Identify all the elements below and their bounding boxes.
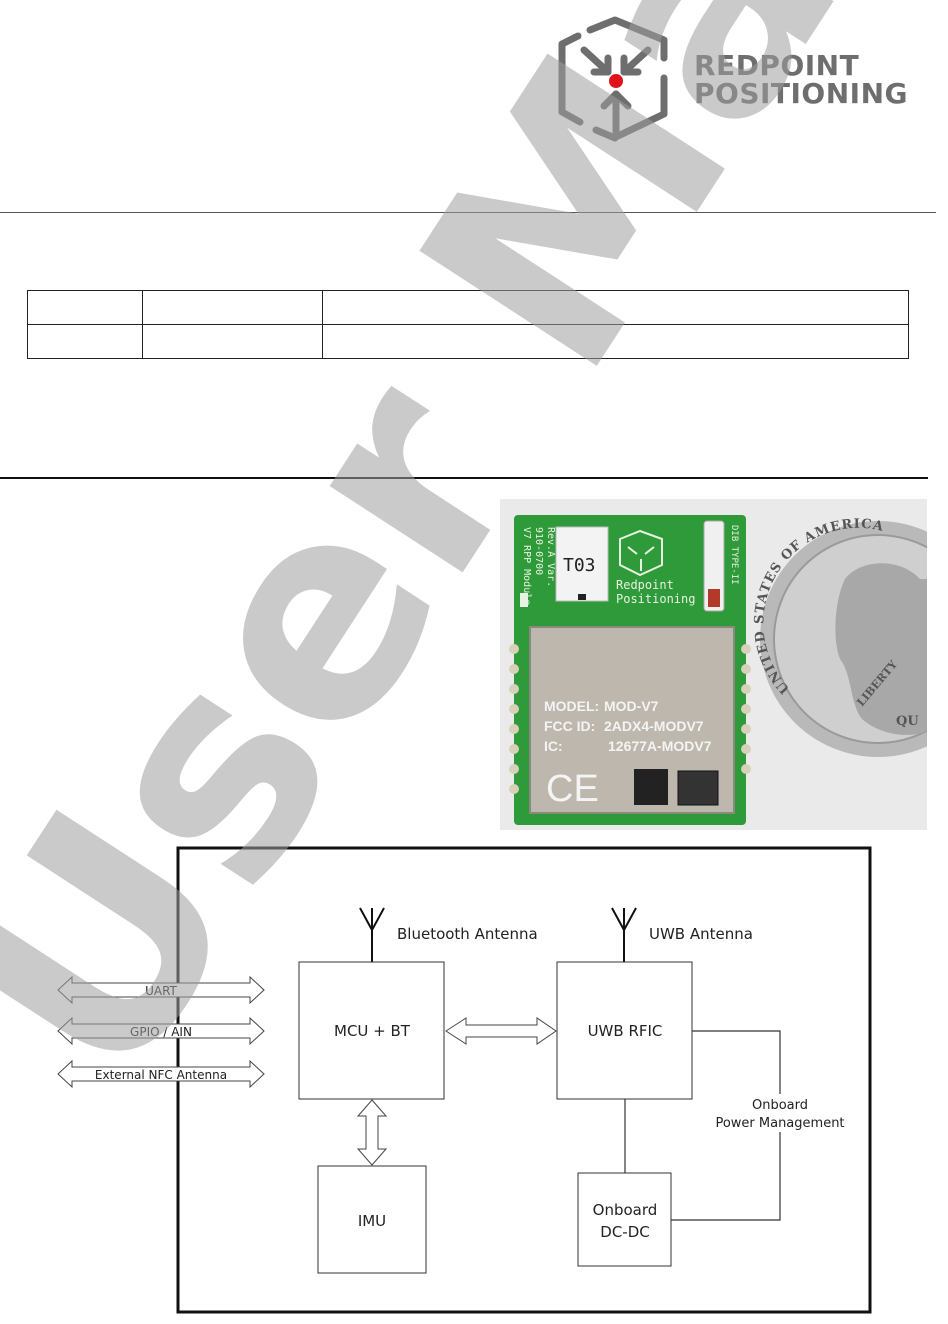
logo-line2: POSITIONING — [694, 77, 908, 110]
revision-table — [27, 290, 909, 359]
shield-ic-val: 12677A-MODV7 — [608, 738, 712, 754]
table-cell — [142, 290, 323, 325]
uwb-label: UWB RFIC — [588, 1022, 663, 1040]
dcdc-block — [577, 1172, 672, 1267]
ce-mark: CE — [546, 768, 599, 810]
nfc-arrow — [57, 1059, 265, 1089]
power-label-bg — [715, 1094, 843, 1132]
mcu-imu-link — [356, 1099, 388, 1166]
pcb-side-line3: Rev.A Var. — [545, 527, 556, 587]
uart-arrow — [57, 975, 265, 1005]
section-divider — [0, 477, 928, 479]
power-label-1: Onboard — [752, 1098, 808, 1113]
table-cell — [322, 324, 909, 359]
table-cell — [322, 290, 909, 325]
shield-ic-key: IC: — [544, 738, 563, 754]
pcb-side-line2: 910-0700 — [533, 527, 544, 575]
imu-block — [317, 1165, 427, 1274]
power-label-2: Power Management — [715, 1116, 844, 1131]
dcdc-label-1: Onboard — [593, 1201, 658, 1219]
module-pcb: V7 RPP Module 910-0700 Rev.A Var. T03 Re… — [509, 515, 751, 825]
pcb-brand-line2: Positioning — [616, 592, 695, 606]
gpio-arrow — [57, 1016, 265, 1046]
uwb-block — [556, 961, 693, 1100]
bluetooth-antenna-label: Bluetooth Antenna — [397, 925, 538, 943]
iface-gpio: GPIO / AIN — [130, 1025, 192, 1039]
shield-model-val: MOD-V7 — [604, 698, 659, 714]
logo-wordmark: REDPOINT POSITIONING — [694, 52, 908, 108]
pcb-side-line1: V7 RPP Module — [521, 527, 532, 605]
uwb-antenna-label: UWB Antenna — [649, 925, 753, 943]
table-cell — [142, 324, 323, 359]
module-boundary — [176, 846, 872, 1314]
antenna-label: DIB TYPE-II — [729, 525, 739, 585]
table-row — [27, 324, 909, 359]
table-row — [27, 290, 909, 325]
block-diagram: UART GPIO / AIN External NFC Antenna Blu… — [57, 846, 872, 1314]
shield-model-key: MODEL: — [544, 698, 599, 714]
iface-nfc: External NFC Antenna — [95, 1068, 227, 1082]
redpoint-logo-icon — [558, 16, 668, 142]
module-photo: UNITED STATES OF AMERICA LIBERTY QU V7 R… — [500, 499, 927, 830]
table-cell — [27, 290, 143, 325]
mcu-uwb-link — [445, 1017, 557, 1045]
chip-label: T03 — [563, 555, 596, 576]
table-cell — [27, 324, 143, 359]
logo-line1: REDPOINT — [694, 49, 860, 82]
imu-label: IMU — [358, 1212, 386, 1230]
pcb-brand-line1: Redpoint — [616, 578, 674, 592]
mcu-block — [298, 961, 445, 1100]
coin-motto: QU — [896, 714, 919, 729]
iface-uart: UART — [145, 984, 177, 998]
shield-fcc-val: 2ADX4-MODV7 — [604, 718, 704, 734]
header-divider — [0, 212, 936, 213]
dcdc-label-2: DC-DC — [600, 1223, 649, 1241]
mcu-label: MCU + BT — [334, 1022, 411, 1040]
shield-fcc-key: FCC ID: — [544, 718, 595, 734]
quarter-coin: UNITED STATES OF AMERICA LIBERTY QU — [752, 517, 927, 757]
